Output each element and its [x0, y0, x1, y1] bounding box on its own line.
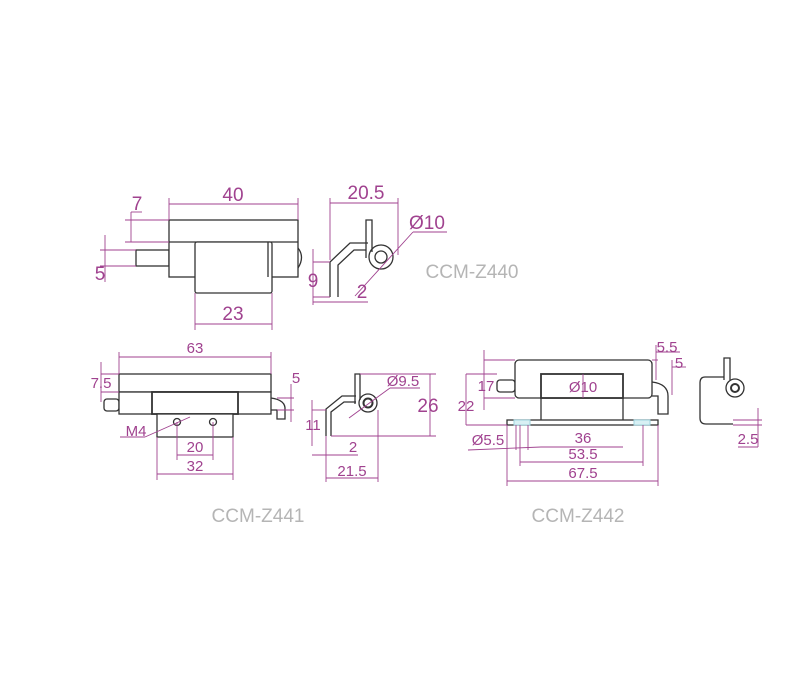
z440-dim-height: 9	[308, 271, 319, 292]
z442-dim-plate: 67.5	[568, 465, 597, 482]
z442-dim-top: 5.5	[657, 339, 678, 356]
z440-front-dimensions	[100, 198, 299, 330]
z441-dim-width: 21.5	[337, 463, 366, 480]
z440-dim-pin: 5	[95, 264, 106, 285]
z440-dim-length: 40	[222, 185, 243, 206]
z441-front-view	[103, 373, 286, 438]
z442-dim-body: 17	[478, 378, 495, 395]
z441-front-dimensions	[100, 352, 294, 480]
z440-model-label: CCM-Z440	[426, 262, 519, 283]
z442-front-view	[496, 359, 669, 426]
z440-dim-thickness: 2	[357, 282, 368, 303]
z441-model-label: CCM-Z441	[212, 506, 305, 527]
z441-dim-hole-spacing: 20	[187, 439, 204, 456]
z441-dim-leg: 11	[305, 417, 321, 434]
z441-dim-hook: 5	[292, 370, 300, 387]
z441-dim-length: 63	[187, 340, 204, 357]
z442-side-view	[699, 357, 745, 425]
z441-side-dimensions	[311, 373, 436, 482]
z442-dim-hook: 5	[675, 355, 683, 372]
z441-dim-thickness: 2	[349, 439, 357, 456]
z441-dim-diameter: Ø9.5	[387, 373, 420, 390]
z440-front-view	[135, 219, 303, 294]
z441-dim-plate: 32	[187, 458, 204, 475]
z440-dim-diameter: Ø10	[409, 213, 445, 234]
z442-dim-height: 22	[458, 398, 475, 415]
z442-dim-hole-spacing: 53.5	[568, 446, 597, 463]
z440-dim-offset: 7	[132, 194, 143, 215]
z441-dim-thread: M4	[126, 423, 147, 440]
z440-side-dimensions	[312, 198, 447, 305]
z442-dim-sleeve: 36	[575, 430, 592, 447]
z441-dim-height: 26	[417, 396, 438, 417]
z440-side-view	[329, 219, 394, 297]
z442-front-dimensions	[465, 345, 686, 486]
z442-dim-hole: Ø5.5	[472, 432, 505, 449]
z442-side-dimensions	[733, 408, 762, 448]
z441-side-view	[325, 373, 378, 436]
z442-dim-thickness: 2.5	[738, 431, 759, 448]
z442-model-label: CCM-Z442	[532, 506, 625, 527]
z441-dim-offset: 7.5	[91, 375, 112, 392]
z440-dim-width: 20.5	[348, 183, 385, 204]
z442-dim-diameter: Ø10	[569, 379, 597, 396]
z440-dim-sleeve: 23	[222, 304, 243, 325]
